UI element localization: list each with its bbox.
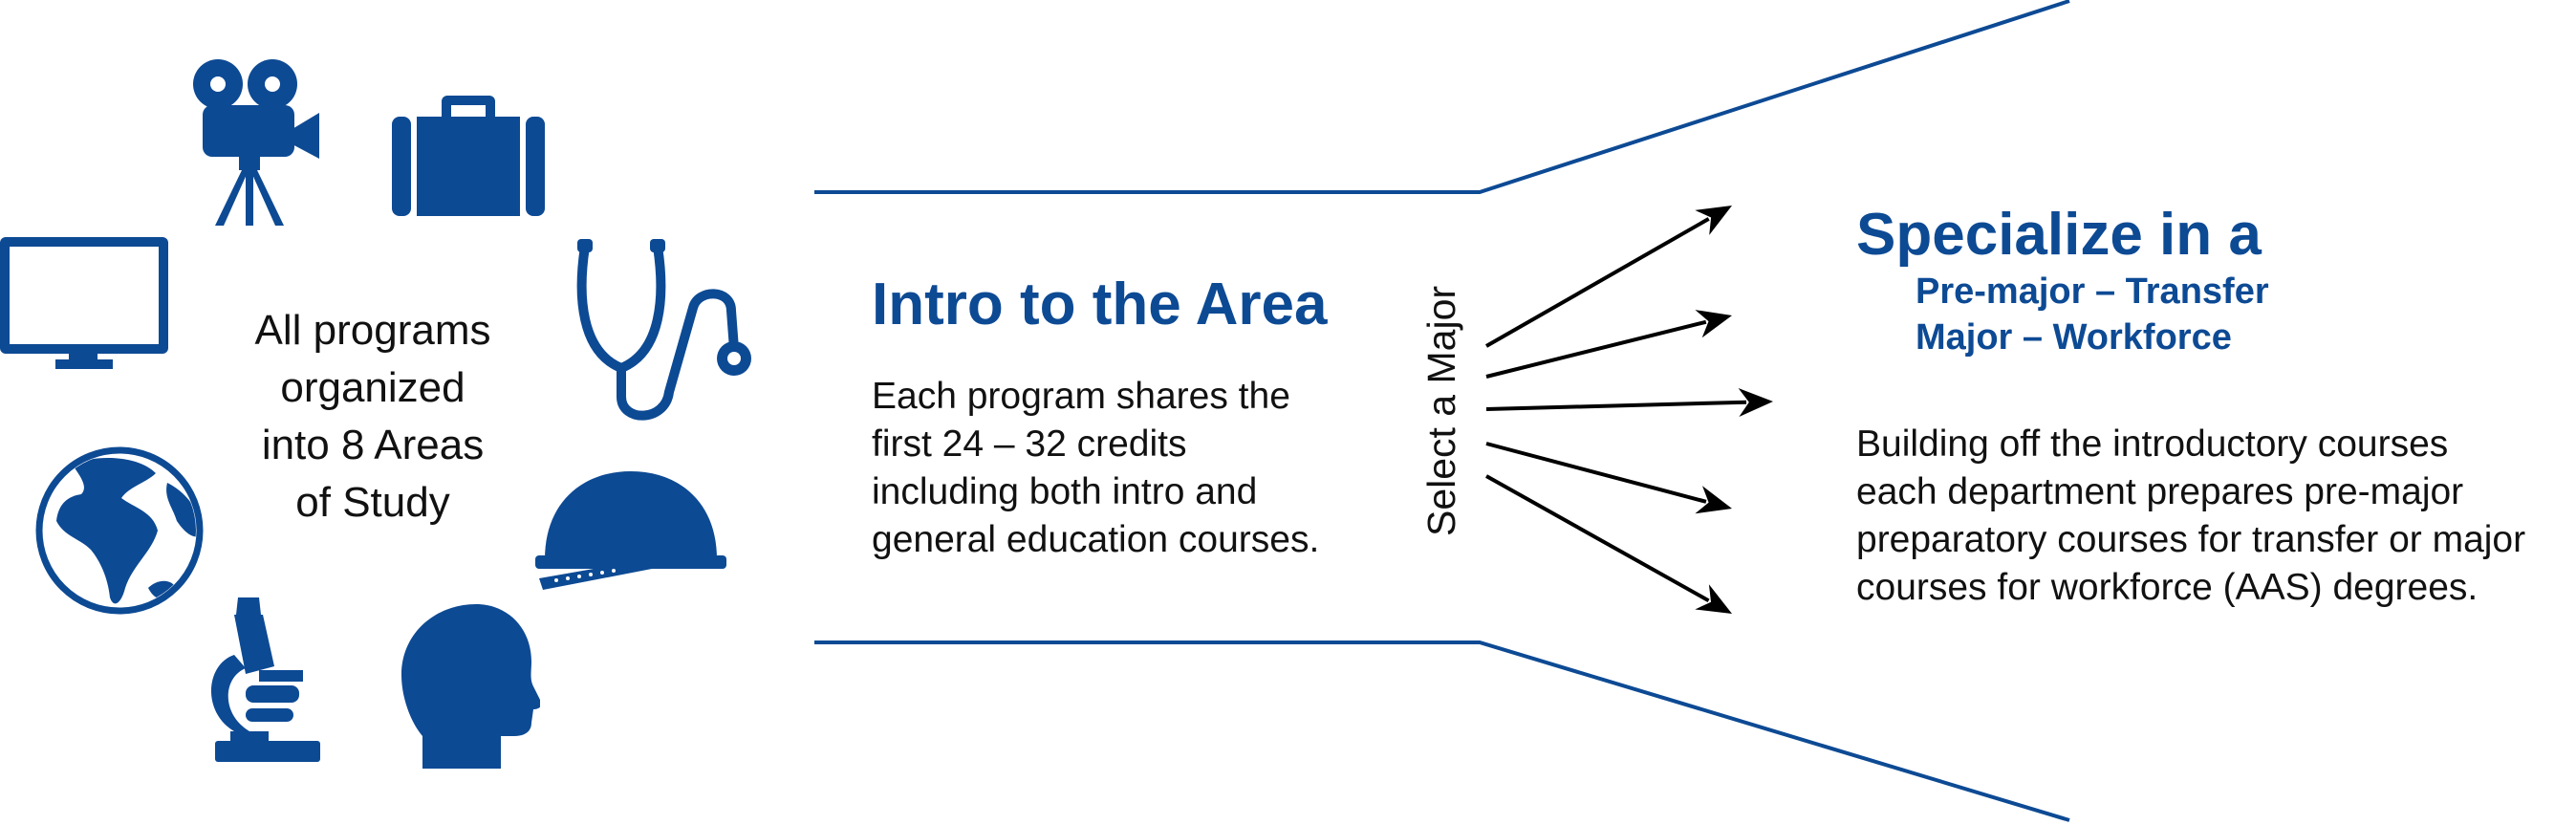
major-arrow-head-5 <box>1695 584 1732 614</box>
major-arrow-shaft-4 <box>1485 442 1707 504</box>
specialize-body-line-2: each department prepares pre-major <box>1856 471 2464 512</box>
specialize-body-line-1: Building off the introductory courses <box>1856 423 2449 465</box>
funnel-top-line <box>814 0 2070 194</box>
specialize-title: Specialize in a <box>1856 202 2262 268</box>
major-arrow-shaft-2 <box>1485 319 1707 379</box>
monitor-icon <box>0 237 168 369</box>
briefcase-icon <box>392 96 545 216</box>
select-major-arrows <box>1485 206 1773 614</box>
major-arrow-head-3 <box>1738 388 1773 417</box>
film-camera-icon <box>193 59 319 226</box>
major-arrow-shaft-3 <box>1485 400 1747 411</box>
hub-label-line-3: into 8 Areas <box>261 422 485 468</box>
major-arrow-head-1 <box>1695 206 1732 235</box>
hard-hat-icon <box>535 471 726 590</box>
intro-body-line-3: including both intro and <box>872 471 1258 512</box>
intro-title: Intro to the Area <box>872 271 1328 337</box>
specialize-option-workforce: Major – Workforce <box>1916 317 2232 358</box>
microscope-icon <box>210 597 320 762</box>
major-arrow-head-2 <box>1695 310 1732 338</box>
major-arrow-head-4 <box>1695 486 1732 514</box>
intro-body-line-1: Each program shares the <box>872 376 1290 417</box>
funnel-bottom-line <box>814 640 2070 822</box>
major-arrow-shaft-5 <box>1485 474 1710 603</box>
hub-label-line-1: All programs <box>254 307 491 354</box>
specialize-option-transfer: Pre-major – Transfer <box>1916 271 2269 312</box>
intro-body-line-2: first 24 – 32 credits <box>872 423 1187 465</box>
specialize-body-line-4: courses for workforce (AAS) degrees. <box>1856 567 2479 608</box>
human-head-icon <box>401 604 540 769</box>
hub-label-line-4: of Study <box>295 479 450 526</box>
specialize-body-line-3: preparatory courses for transfer or majo… <box>1856 519 2526 560</box>
intro-body-line-4: general education courses. <box>872 519 1320 560</box>
hub-label-line-2: organized <box>280 364 465 411</box>
stethoscope-icon <box>576 239 751 421</box>
major-arrow-shaft-1 <box>1485 217 1710 348</box>
globe-icon <box>35 446 204 615</box>
select-major-label: Select a Major <box>1419 285 1463 537</box>
